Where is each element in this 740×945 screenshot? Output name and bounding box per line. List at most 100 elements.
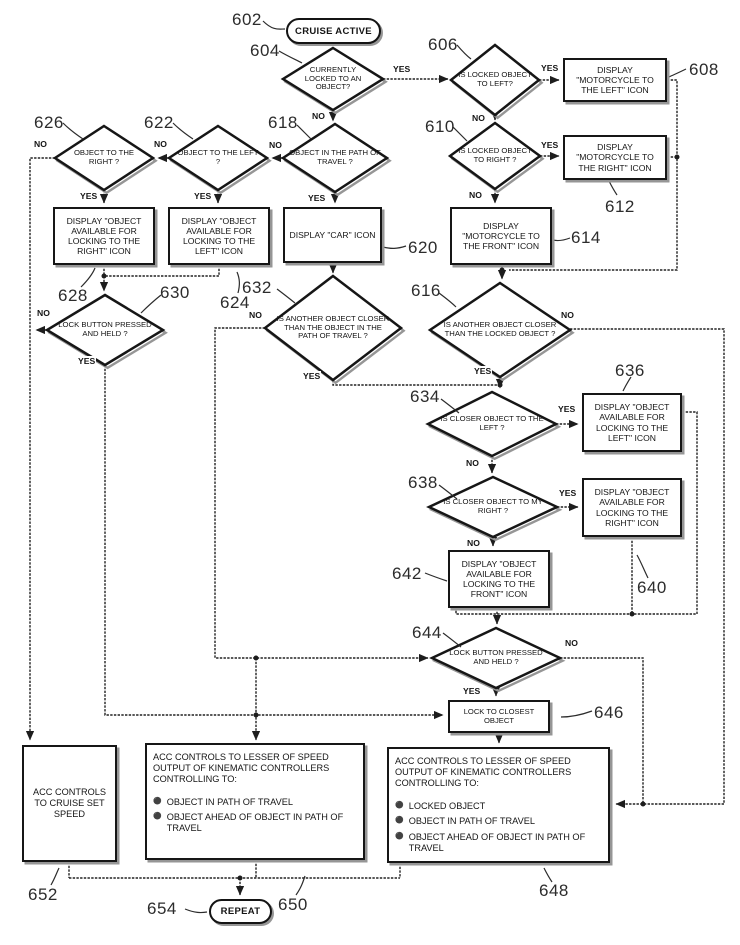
edge-label-626-yes: YES: [79, 191, 99, 201]
ref-634: 634: [410, 387, 440, 406]
box-display-avail-right: DISPLAY "OBJECT AVAILABLE FOR LOCKING TO…: [582, 478, 682, 537]
edge-label-616-yes: YES: [473, 366, 493, 376]
edge-label-604-yes: YES: [392, 64, 412, 74]
list-item: ⚫ OBJECT AHEAD OF OBJECT IN PATH OF TRAVE…: [395, 832, 602, 854]
ref-630: 630: [160, 283, 190, 302]
box-648-bullet-3: OBJECT AHEAD OF OBJECT IN PATH OF TRAVEL: [408, 832, 586, 854]
edge-label-638-no: NO: [466, 538, 481, 548]
box-648-bullet-1: LOCKED OBJECT: [408, 800, 486, 811]
bullet-marker: ⚫: [395, 817, 404, 825]
diamond-606: [448, 43, 542, 117]
list-item: ⚫OBJECT IN PATH OF TRAVEL: [153, 797, 293, 808]
edge-label-638-yes: YES: [558, 488, 578, 498]
ref-624: 624: [220, 293, 250, 312]
edge-label-630-no: NO: [36, 308, 51, 318]
diamond-634: [425, 390, 559, 458]
bullet-marker: ⚫: [153, 813, 162, 821]
box-640-text: DISPLAY "OBJECT AVAILABLE FOR LOCKING TO…: [594, 487, 670, 528]
box-650-bullet-2: OBJECT AHEAD OF OBJECT IN PATH OF TRAVEL: [166, 812, 344, 834]
diamond-610: [447, 121, 543, 191]
edge-label-632-no: NO: [248, 310, 263, 320]
ref-640: 640: [637, 578, 667, 597]
ref-652: 652: [28, 885, 58, 904]
decision-diamonds: [44, 43, 573, 690]
diamond-638-text: IS CLOSER OBJECT TO MY RIGHT ?: [443, 497, 543, 515]
diamond-606-text: IS LOCKED OBJECT TO LEFT?: [458, 70, 532, 88]
diamond-618-text: OBJECT IN THE PATH OF TRAVEL ?: [289, 148, 381, 166]
edge-label-622-no: NO: [153, 139, 168, 149]
edge-label-606-yes: YES: [540, 63, 560, 73]
list-item: ⚫LOCKED OBJECT: [395, 801, 485, 812]
list-item: ⚫ OBJECT AHEAD OF OBJECT IN PATH OF TRAVE…: [153, 812, 357, 834]
edge-label-604-no: NO: [311, 111, 326, 121]
repeat-label: REPEAT: [220, 906, 261, 917]
diamond-616-text: IS ANOTHER OBJECT CLOSER THAN THE LOCKED…: [443, 320, 557, 338]
box-display-avail-front: DISPLAY "OBJECT AVAILABLE FOR LOCKING TO…: [448, 550, 550, 608]
box-648-bullet-2: OBJECT IN PATH OF TRAVEL: [408, 816, 535, 827]
diamond-644: [429, 626, 563, 690]
box-display-lock-left: DISPLAY "OBJECT AVAILABLE FOR LOCKING TO…: [168, 207, 270, 265]
diamond-604: [280, 46, 386, 112]
edge-label-618-no: NO: [268, 140, 283, 150]
diamond-638: [426, 475, 560, 539]
edge-label-644-no: NO: [564, 638, 579, 648]
box-636-text: DISPLAY "OBJECT AVAILABLE FOR LOCKING TO…: [594, 402, 670, 443]
ref-618: 618: [268, 113, 298, 132]
box-620-text: DISPLAY "CAR" ICON: [289, 229, 376, 240]
edge-label-610-no: NO: [468, 190, 483, 200]
box-acc-kinematic-648: ACC CONTROLS TO LESSER OF SPEED OUTPUT O…: [387, 747, 610, 863]
diamond-616: [427, 281, 573, 379]
ref-604: 604: [250, 41, 280, 60]
edge-label-616-no: NO: [560, 310, 575, 320]
box-614-text: DISPLAY "MOTORCYCLE TO THE FRONT" ICON: [462, 220, 540, 252]
junction-dots: [101, 154, 680, 881]
ref-646: 646: [594, 703, 624, 722]
ref-610: 610: [425, 117, 455, 136]
ref-638: 638: [408, 473, 438, 492]
box-612-text: DISPLAY "MOTORCYCLE TO THE RIGHT" ICON: [576, 142, 654, 173]
ref-636: 636: [615, 361, 645, 380]
edge-label-634-yes: YES: [557, 404, 577, 414]
box-646-text: LOCK TO CLOSEST OBJECT: [463, 706, 535, 725]
box-628-text: DISPLAY "OBJECT AVAILABLE FOR LOCKING TO…: [66, 215, 142, 257]
ref-622: 622: [144, 113, 174, 132]
ref-608: 608: [689, 60, 719, 79]
ref-612: 612: [605, 197, 635, 216]
edge-label-634-no: NO: [465, 458, 480, 468]
diamond-634-text: IS CLOSER OBJECT TO THE LEFT ?: [440, 414, 544, 432]
ref-606: 606: [428, 35, 458, 54]
ref-648: 648: [539, 881, 569, 900]
box-652-text: ACC CONTROLS TO CRUISE SET SPEED: [33, 787, 106, 819]
box-display-avail-left: DISPLAY "OBJECT AVAILABLE FOR LOCKING TO…: [582, 393, 682, 452]
ref-654: 654: [147, 899, 177, 918]
box-642-text: DISPLAY "OBJECT AVAILABLE FOR LOCKING TO…: [461, 558, 537, 600]
diamond-618: [280, 122, 390, 194]
edge-label-606-no: NO: [471, 113, 486, 123]
edge-label-618-yes: YES: [307, 193, 327, 203]
box-648-heading: ACC CONTROLS TO LESSER OF SPEED OUTPUT O…: [395, 756, 572, 788]
connector-lines: [25, 35, 725, 896]
diamond-630-text: LOCK BUTTON PRESSED AND HELD ?: [58, 320, 152, 338]
diamond-626-text: OBJECT TO THE RIGHT ?: [73, 148, 135, 166]
ref-602: 602: [232, 10, 262, 29]
box-lock-closest: LOCK TO CLOSEST OBJECT: [448, 700, 550, 733]
diamond-622-text: OBJECT TO THE LEFT ?: [177, 148, 259, 166]
box-display-motorcycle-front: DISPLAY "MOTORCYCLE TO THE FRONT" ICON: [450, 207, 552, 265]
ref-616: 616: [411, 281, 441, 300]
diamond-626: [52, 124, 156, 192]
box-display-car: DISPLAY "CAR" ICON: [283, 207, 382, 263]
ref-632: 632: [242, 278, 272, 297]
ref-650: 650: [278, 895, 308, 914]
diamond-632-text: IS ANOTHER OBJECT CLOSER THAN THE OBJECT…: [276, 314, 390, 341]
box-650-bullet-1: OBJECT IN PATH OF TRAVEL: [166, 796, 293, 807]
edge-label-626-no: NO: [33, 139, 48, 149]
ref-644: 644: [412, 623, 442, 642]
edge-label-632-yes: YES: [302, 371, 322, 381]
ref-leaders: [50, 20, 687, 914]
diamond-622: [166, 124, 270, 192]
bullet-marker: ⚫: [395, 833, 404, 841]
diamond-610-text: IS LOCKED OBJECT TO RIGHT ?: [458, 146, 532, 164]
box-608-text: DISPLAY "MOTORCYCLE TO THE LEFT" ICON: [576, 64, 654, 96]
